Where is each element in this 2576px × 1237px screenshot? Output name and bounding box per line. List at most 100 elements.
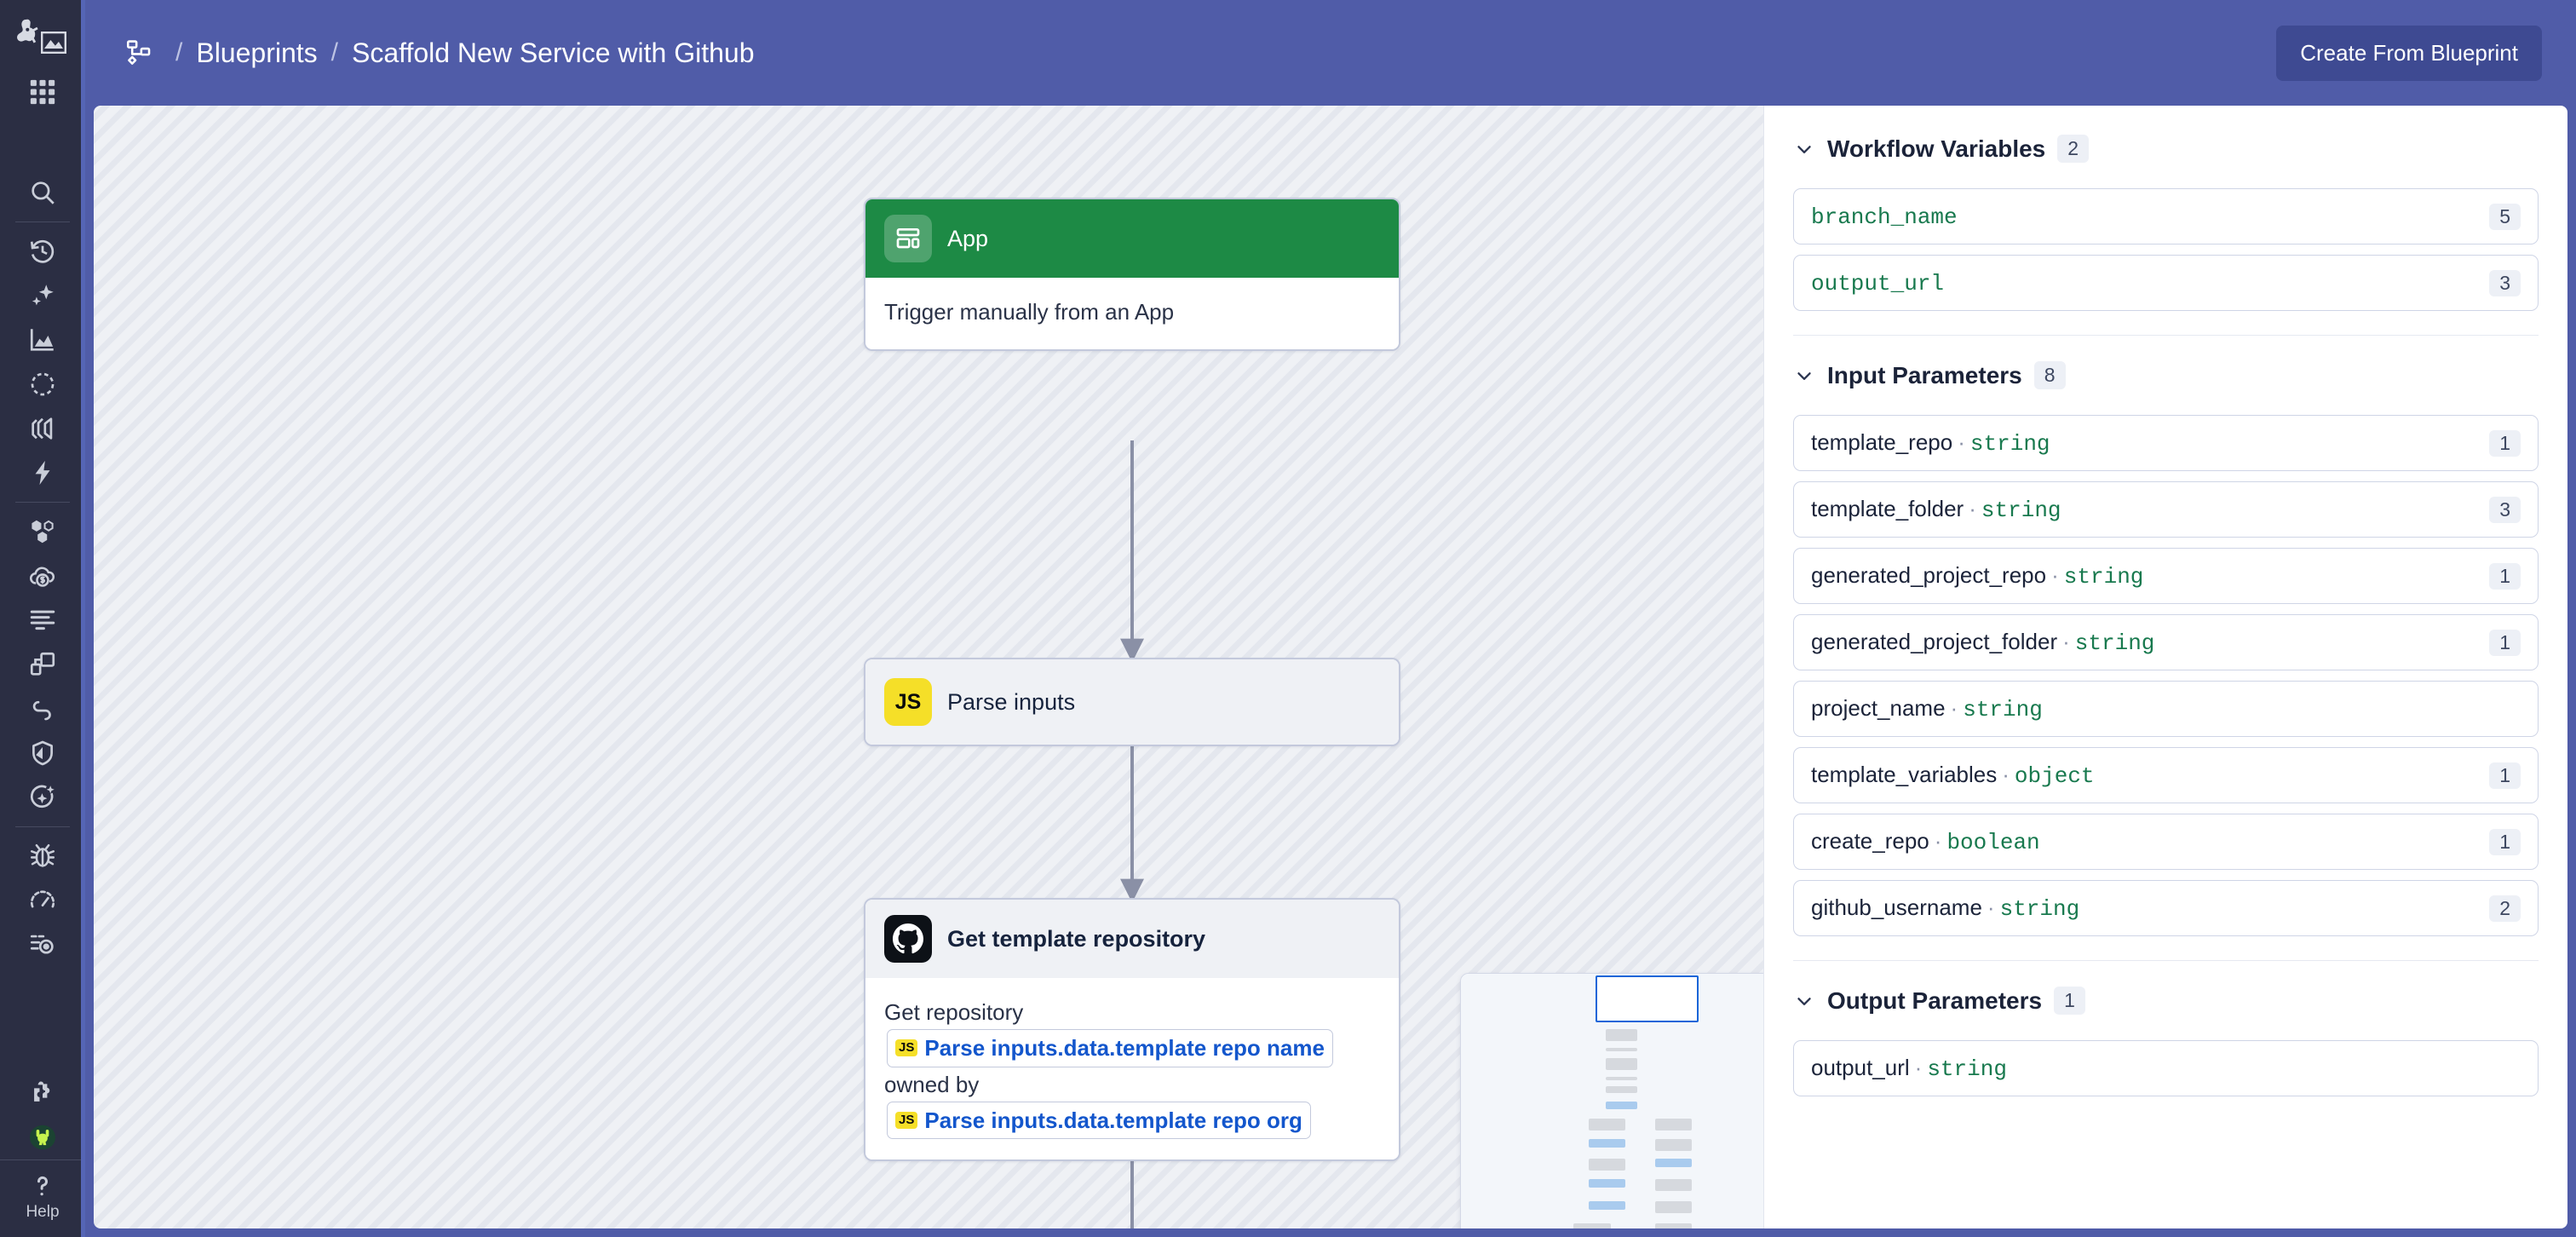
logs-lines-icon[interactable] [18,598,67,642]
token-label: Parse inputs.data.template repo name [924,1035,1325,1062]
workflow-canvas[interactable]: App Trigger manually from an App JS Pars… [94,106,1763,1228]
parameter-label: create_repo·boolean [1811,828,2040,855]
breadcrumb-separator-2: / [331,38,338,66]
search-lines-icon[interactable] [18,923,67,967]
minimap-node [1654,1138,1692,1151]
section-count-badge: 8 [2033,361,2066,389]
help-button[interactable]: Help [0,1159,85,1237]
minimap-viewport-rect[interactable] [1596,975,1699,1023]
minimap-node [1654,1179,1692,1192]
link-path-icon[interactable] [18,687,67,731]
minimap-viewport-area[interactable] [1461,974,1763,1228]
parameter-count-badge: 1 [2489,828,2521,855]
node-header: Get template repository [865,900,1399,978]
section-header-output-parameters[interactable]: Output Parameters 1 [1793,987,2539,1015]
gauge-icon[interactable] [18,878,67,923]
bug-icon[interactable] [18,834,67,878]
parameter-label: project_name·string [1811,695,2043,722]
section-title: Output Parameters [1827,987,2043,1014]
token-label: Parse inputs.data.template repo org [924,1107,1302,1133]
minimap-node [1654,1200,1692,1213]
node-get-template-repository[interactable]: Get template repository Get repository J… [864,898,1400,1162]
parameter-row[interactable]: github_username·string 2 [1793,880,2539,936]
chevron-down-icon[interactable] [1793,365,1815,387]
grid-icon[interactable] [18,70,67,114]
token-template-repo-name[interactable]: JS Parse inputs.data.template repo name [887,1029,1333,1067]
minimap-node [1605,1086,1638,1094]
minimap-panel[interactable]: 102% [1460,973,1763,1228]
bits-ai-icon[interactable] [18,1115,67,1159]
datadog-dog-logo-icon[interactable] [12,9,73,70]
bolt-icon[interactable] [18,451,67,495]
parameter-row[interactable]: template_folder·string 3 [1793,481,2539,538]
minimap-node [1605,1047,1638,1051]
target-icon[interactable] [18,362,67,406]
minimap-node [1605,1057,1638,1070]
content-row: App Trigger manually from an App JS Pars… [85,106,2576,1237]
js-icon: JS [895,1112,918,1130]
github-icon [884,915,932,963]
sparkle-icon[interactable] [18,273,67,318]
node-body-middle: owned by [884,1071,980,1097]
question-mark-icon [37,1176,48,1196]
apm-squares-icon[interactable] [18,642,67,687]
section-divider [1793,960,2539,961]
layers-icon[interactable] [18,406,67,451]
left-nav-rail[interactable]: Help [0,0,85,1237]
section-count-badge: 2 [2057,135,2090,163]
node-body-prefix: Get repository [884,999,1024,1025]
parameter-row[interactable]: project_name·string [1793,681,2539,737]
cloud-dollar-icon[interactable] [18,554,67,598]
parameter-row[interactable]: create_repo·boolean 1 [1793,814,2539,870]
parameter-label: output_url·string [1811,1055,2007,1082]
section-count-badge: 1 [2054,987,2085,1015]
rail-accent-stripe [81,0,85,1237]
rail-divider-2 [15,502,70,503]
parameter-label: template_folder·string [1811,496,2061,523]
js-icon: JS [884,678,932,726]
rail-divider-3 [15,826,70,827]
parameter-row[interactable]: output_url·string [1793,1040,2539,1096]
puzzle-icon[interactable] [18,1071,67,1115]
parameter-count-badge: 1 [2489,762,2521,789]
node-body: Get repository JS Parse inputs.data.templ… [865,978,1399,1160]
shield-icon[interactable] [18,731,67,775]
parameter-label: branch_name [1811,204,1958,230]
parameter-label: output_url [1811,271,1945,296]
section-header-workflow-variables[interactable]: Workflow Variables 2 [1793,135,2539,163]
circle-sparkle-icon[interactable] [18,775,67,820]
parameter-count-badge: 1 [2489,429,2521,457]
section-divider [1793,335,2539,336]
minimap-node [1588,1119,1625,1131]
token-template-repo-org[interactable]: JS Parse inputs.data.template repo org [887,1101,1311,1140]
workflow-icon [123,37,155,69]
search-icon[interactable] [18,170,67,215]
node-app-trigger[interactable]: App Trigger manually from an App [864,198,1400,352]
parameter-count-badge: 3 [2489,269,2521,296]
parameter-row[interactable]: output_url 3 [1793,255,2539,311]
js-icon: JS [895,1039,918,1057]
section-title: Workflow Variables [1827,135,2046,162]
breadcrumb-blueprints[interactable]: Blueprints [196,37,318,68]
chevron-down-icon[interactable] [1793,138,1815,160]
parameter-count-badge: 3 [2489,496,2521,523]
minimap-node [1588,1179,1625,1188]
top-header-bar: / Blueprints / Scaffold New Service with… [85,0,2576,106]
create-from-blueprint-button[interactable]: Create From Blueprint [2276,25,2542,81]
history-icon[interactable] [18,229,67,273]
minimap-node [1588,1200,1625,1210]
parameter-label: github_username·string [1811,895,2080,922]
node-parse-inputs[interactable]: JS Parse inputs [864,658,1400,746]
chart-area-icon[interactable] [18,318,67,362]
minimap-node [1588,1138,1625,1148]
chevron-down-icon[interactable] [1793,990,1815,1012]
parameter-count-badge: 2 [2489,895,2521,922]
hexagons-icon[interactable] [18,509,67,554]
